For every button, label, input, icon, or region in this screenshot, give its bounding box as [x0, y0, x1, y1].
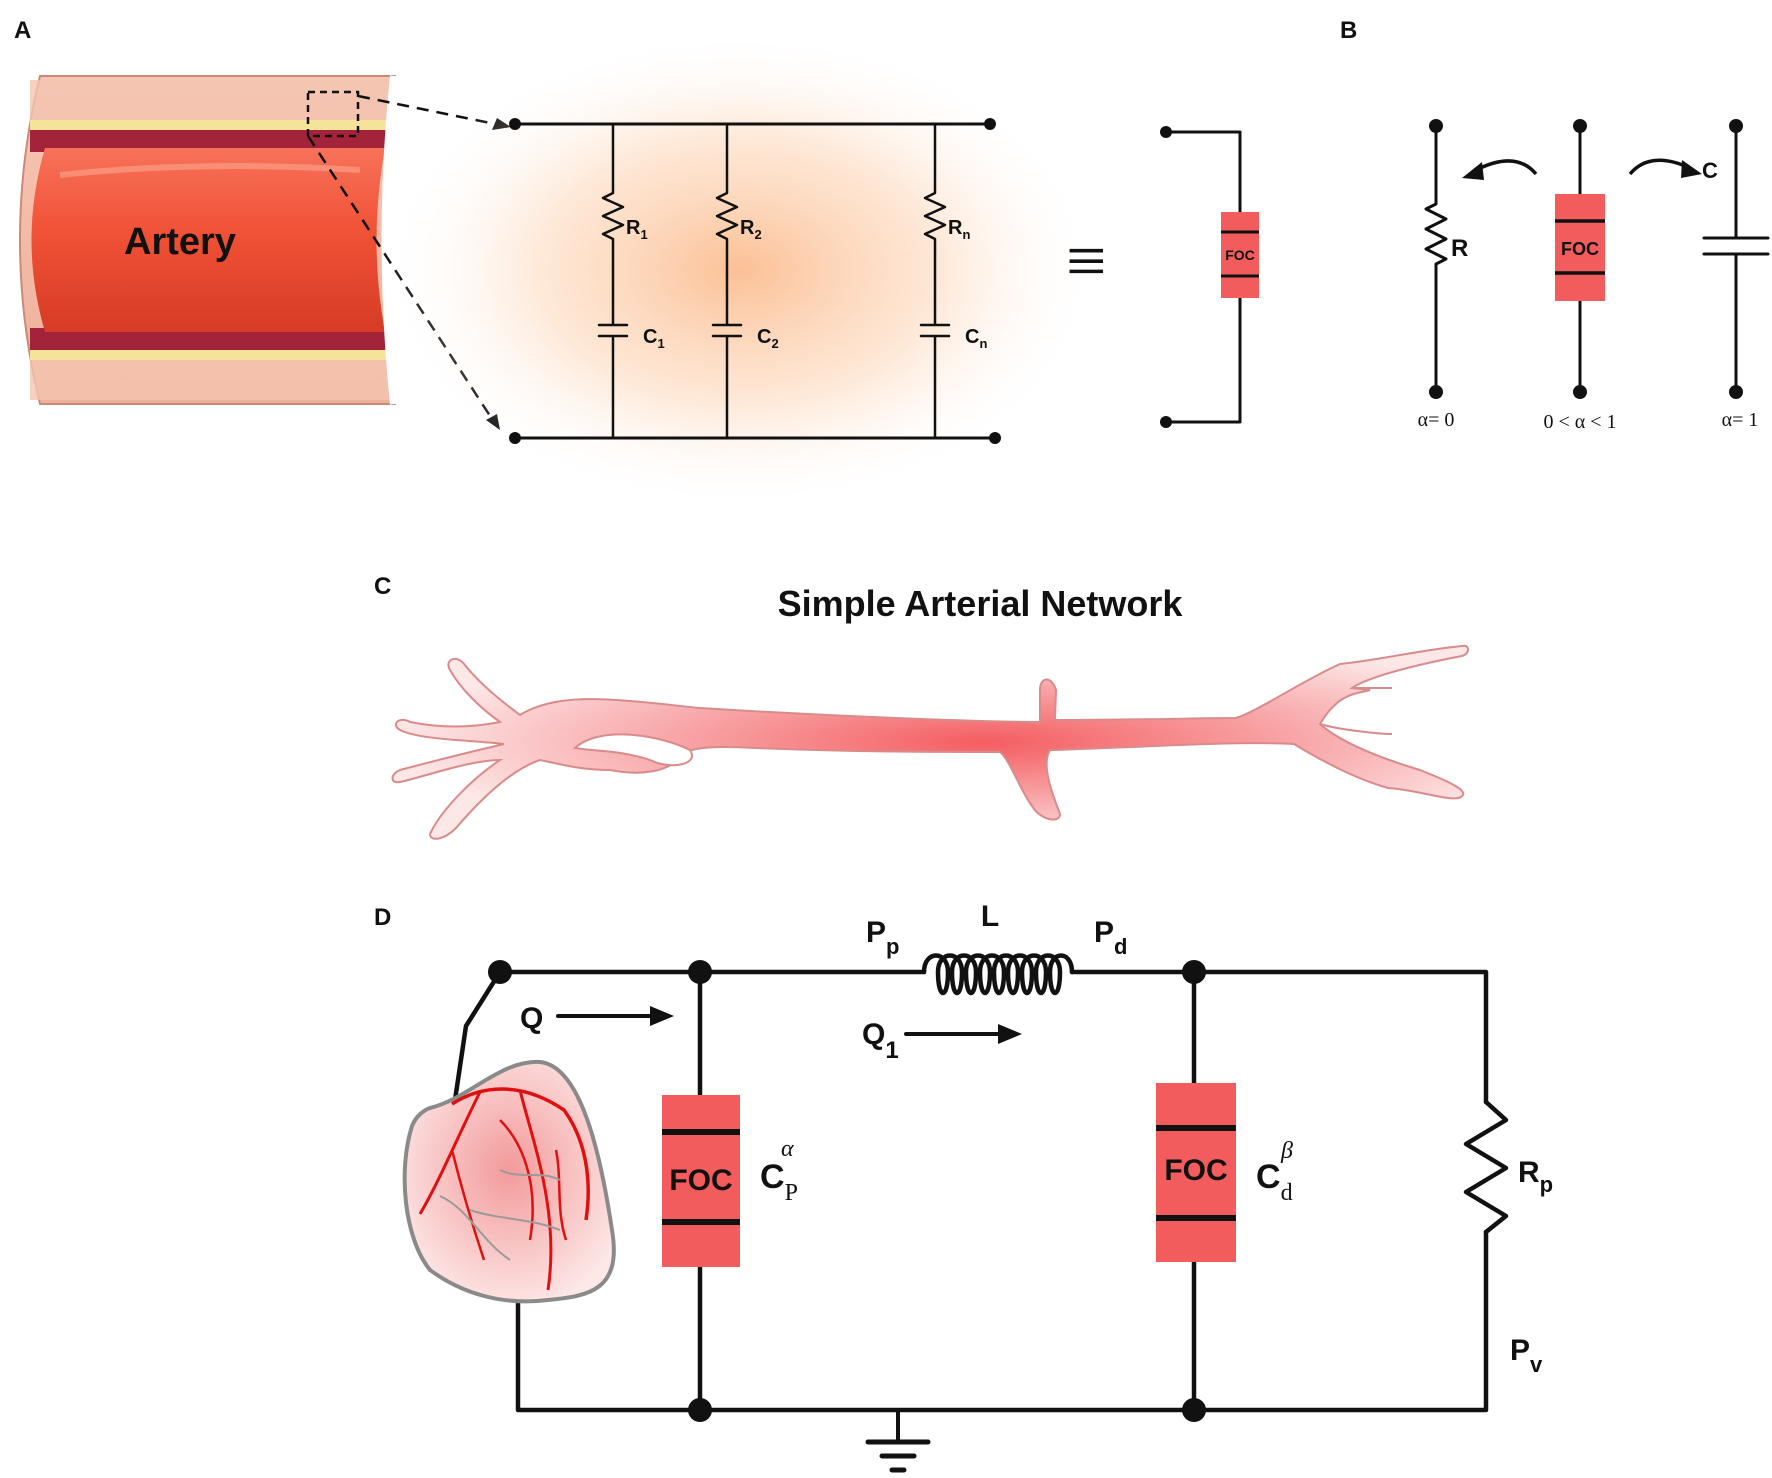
rc-branch-1: R1 C1	[597, 122, 665, 440]
panel-b: B R α= 0 FOC 0 < α < 1 C α= 1	[1340, 17, 1770, 433]
foc-element-b	[1555, 194, 1605, 301]
resistor-1-label: R1	[626, 217, 648, 242]
glow-background	[380, 30, 1100, 510]
node-distal	[1182, 960, 1206, 984]
foc-capacitor-distal: FOC	[1156, 1083, 1236, 1262]
cp-exponent: α	[781, 1136, 794, 1162]
heart-illustration	[402, 1059, 616, 1304]
arrow-to-capacitor	[1628, 158, 1691, 176]
arterial-network-illustration	[391, 644, 1469, 840]
artery-label: Artery	[124, 221, 236, 263]
equivalence-symbol: ≡	[1066, 221, 1107, 301]
resistor-n-label: Rn	[948, 217, 970, 242]
node-inlet	[488, 960, 512, 984]
capacitor-limit: C α= 1	[1702, 119, 1770, 431]
inductor	[921, 953, 1075, 995]
panel-d: D L FOC	[374, 900, 1553, 1473]
alpha-mid-label: 0 < α < 1	[1543, 411, 1616, 433]
foc-label-left: FOC	[669, 1164, 732, 1197]
windkessel-circuit: L FOC FOC	[452, 900, 1553, 1473]
foc-capacitor-proximal: FOC	[662, 1095, 740, 1267]
node-ground-left	[688, 1398, 712, 1422]
arrow-to-resistor	[1475, 159, 1538, 176]
foc-label-b: FOC	[1561, 239, 1599, 259]
capacitor-label-b: C	[1702, 158, 1718, 183]
panel-a: A Artery	[14, 17, 1259, 510]
panel-c: C Simple Arterial Network	[374, 573, 1469, 840]
resistor-rp	[1463, 1099, 1509, 1235]
pd-label: Pd	[1094, 916, 1127, 959]
alpha-one-label: α= 1	[1722, 409, 1759, 431]
rc-ladder-circuit: R1 C1 R2 C2 Rn Cn	[509, 118, 1001, 444]
capacitor-2-label: C2	[757, 326, 779, 351]
foc-general: FOC 0 < α < 1	[1543, 119, 1617, 433]
pv-label: Pv	[1510, 1334, 1543, 1377]
resistor-limit: R α= 0	[1418, 119, 1468, 431]
rc-branch-n: Rn Cn	[919, 122, 987, 440]
artery-illustration: Artery	[19, 75, 511, 430]
resistor-label-b: R	[1451, 235, 1468, 262]
network-title: Simple Arterial Network	[778, 583, 1184, 624]
inductor-label: L	[981, 900, 999, 933]
q-label: Q	[520, 1002, 543, 1035]
pp-label: Pp	[866, 916, 899, 959]
cp-label: CP	[760, 1158, 798, 1206]
alpha-zero-label: α= 0	[1418, 409, 1455, 431]
q1-label: Q1	[862, 1018, 899, 1064]
cd-label: Cd	[1256, 1158, 1293, 1206]
panel-d-label: D	[374, 904, 391, 931]
zoom-box	[306, 90, 360, 138]
rc-branch-2: R2 C2	[711, 122, 779, 440]
foc-label-right: FOC	[1164, 1154, 1227, 1187]
resistor-2-label: R2	[740, 217, 762, 242]
panel-c-label: C	[374, 573, 391, 600]
ground-symbol	[865, 1408, 931, 1473]
capacitor-1-label: C1	[643, 326, 665, 351]
node-ground-right	[1182, 1398, 1206, 1422]
foc-equivalent-circuit: FOC	[1160, 126, 1259, 428]
cd-exponent: β	[1280, 1138, 1293, 1164]
panel-b-label: B	[1340, 17, 1357, 44]
panel-a-label: A	[14, 17, 31, 44]
rp-label: Rp	[1518, 1156, 1553, 1197]
foc-element-a	[1221, 212, 1259, 298]
foc-label-a: FOC	[1225, 247, 1255, 263]
node-proximal	[688, 960, 712, 984]
capacitor-n-label: Cn	[965, 326, 987, 351]
